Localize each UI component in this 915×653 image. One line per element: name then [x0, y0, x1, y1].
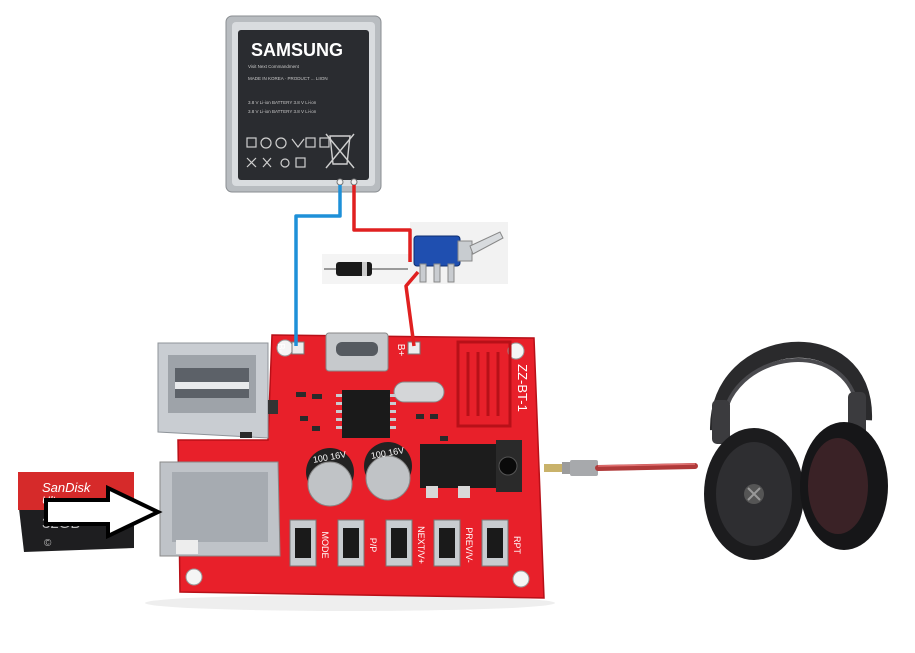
- wire-positive-battery: [354, 185, 410, 262]
- button-label-pp: P/P: [368, 538, 378, 553]
- battery-fine-print-3: 3.8 V Li-ion BATTERY 3.8 V Li-ion: [248, 100, 317, 105]
- battery-brand: SAMSUNG: [251, 40, 343, 60]
- mount-hole: [513, 571, 529, 587]
- samsung-battery: SAMSUNG Visit Next Commandment MADE IN K…: [226, 16, 381, 192]
- capacitor-left: 100 16V: [306, 448, 354, 506]
- ic-chip: [342, 390, 390, 438]
- button-label-rpt: RPT: [512, 536, 522, 555]
- battery-terminal-negative: [337, 179, 343, 185]
- sd-brand: SanDisk: [42, 480, 92, 495]
- battery-fine-print-1: Visit Next Commandment: [248, 64, 300, 69]
- usb-a-port: [158, 343, 268, 438]
- board-model-label: ZZ-BT-1: [515, 364, 530, 412]
- toggle-switch: [410, 222, 508, 284]
- solder-pad-negative: [292, 342, 304, 354]
- button-label-mode: MODE: [320, 532, 330, 559]
- bluetooth-board: ZZ-BT-1 B- B+ 100 16V: [158, 333, 544, 598]
- battery-fine-print-2: MADE IN KOREA · PRODUCT ... LIION: [248, 76, 328, 81]
- battery-terminal-positive: [351, 179, 357, 185]
- headphones-icon: [704, 350, 888, 560]
- capacitor-right: 100 16V: [364, 442, 412, 500]
- pin-label-positive: B+: [395, 344, 406, 357]
- mount-hole: [186, 569, 202, 585]
- button-label-prev: PREV/V-: [464, 527, 474, 563]
- button-label-next: NEXT/V+: [416, 526, 426, 564]
- micro-usb-port: [326, 333, 388, 371]
- tf-card-slot: [160, 462, 280, 556]
- battery-fine-print-4: 3.8 V Li-ion BATTERY 3.8 V Li-ion: [248, 109, 317, 114]
- pin-label-negative: B-: [275, 343, 286, 353]
- diode: [322, 254, 410, 284]
- aux-cable: [544, 460, 695, 476]
- crystal-oscillator: [394, 382, 444, 402]
- sd-class-mark: ©: [44, 538, 52, 549]
